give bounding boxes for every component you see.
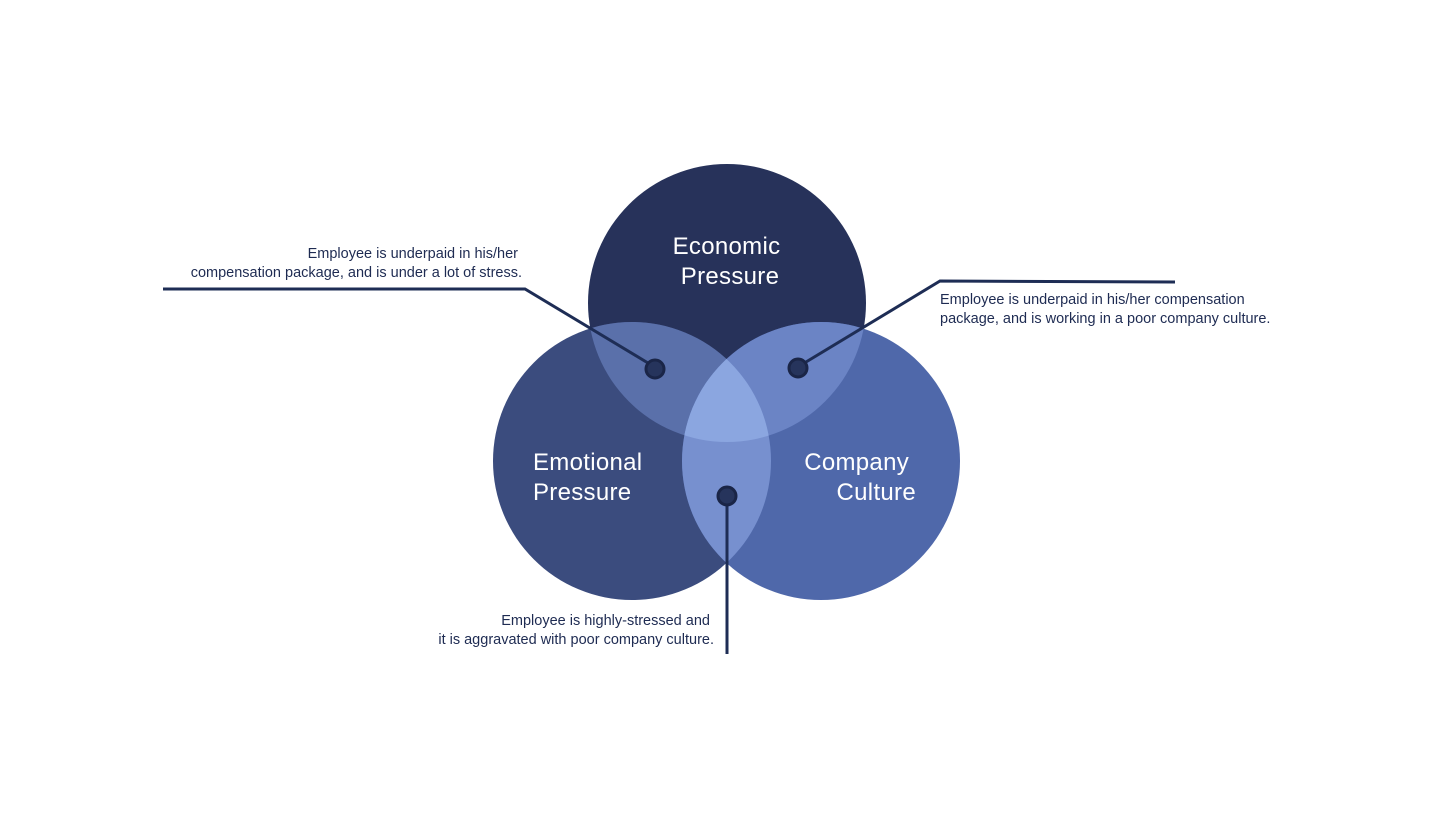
callout-emotional-company: Employee is highly-stressed and it is ag…	[438, 613, 714, 648]
dot-economic-company	[787, 357, 809, 379]
callout-emotional-company-line2: it is aggravated with poor company cultu…	[438, 632, 714, 648]
dot-emotional-company	[716, 485, 738, 507]
economic-line2: Pressure	[681, 263, 779, 290]
dot-economic-emotional	[644, 358, 666, 380]
leader-line-economic-company	[805, 279, 1176, 364]
callout-economic-company: Employee is underpaid in his/her compens…	[940, 292, 1270, 327]
company-line2: Culture	[837, 479, 916, 506]
callout-economic-company-line2: package, and is working in a poor compan…	[940, 311, 1270, 327]
company-culture-label: Company Culture	[804, 449, 916, 506]
emotional-line1: Emotional	[533, 449, 642, 476]
callout-economic-emotional: Employee is underpaid in his/her compens…	[191, 246, 522, 281]
economic-pressure-label: Economic Pressure	[673, 233, 788, 290]
overlap-center	[682, 322, 771, 442]
company-line1: Company	[804, 449, 909, 476]
callout-emotional-company-line1: Employee is highly-stressed and	[501, 613, 710, 629]
leader-line-economic-emotional	[163, 287, 649, 365]
economic-line1: Economic	[673, 233, 781, 260]
callout-economic-company-line1: Employee is underpaid in his/her compens…	[940, 292, 1245, 308]
callout-economic-emotional-line1: Employee is underpaid in his/her	[308, 246, 519, 262]
emotional-line2: Pressure	[533, 479, 631, 506]
emotional-pressure-label: Emotional Pressure	[533, 449, 649, 506]
callout-economic-emotional-line2: compensation package, and is under a lot…	[191, 265, 522, 281]
